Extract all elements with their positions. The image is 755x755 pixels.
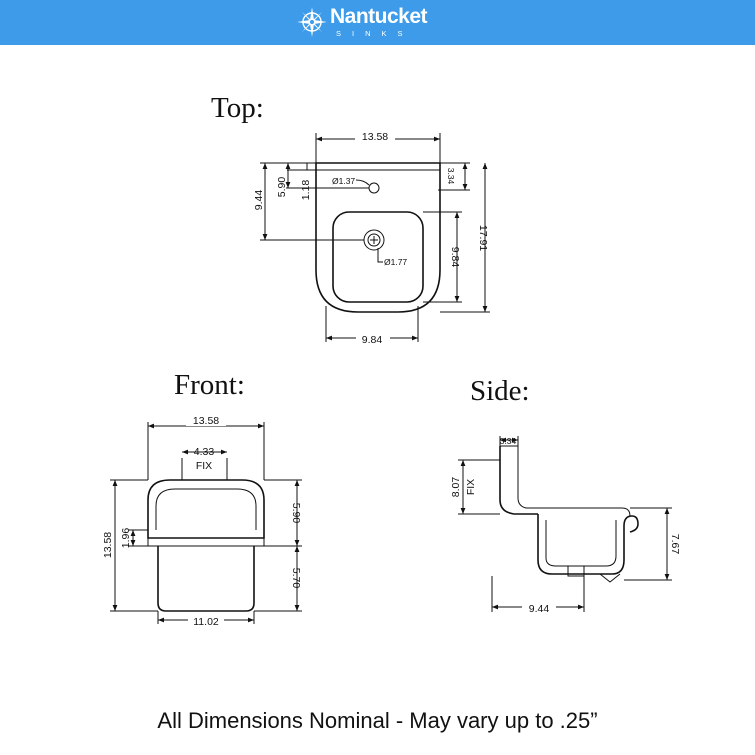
front-rim-thickness-dim: 1.96 [120,528,132,549]
front-overall-height-dim: 13.58 [102,532,114,558]
side-view-label: Side: [470,375,530,407]
top-overall-depth-dim: 17.91 [477,225,489,251]
technical-drawing: 13.58 Ø1.37 3.34 1.18 5.90 9.44 Ø1.77 9.… [102,129,681,628]
dim-label-bg [356,333,390,345]
top-bowl-width-dim: 9.84 [362,334,383,346]
footer-note: All Dimensions Nominal - May vary up to … [157,708,598,733]
dim-label-bg [355,129,395,142]
top-faucet-to-rear-dim: 5.90 [276,177,288,198]
side-bowl-height-dim: 7.67 [669,534,681,555]
top-drain-dim: Ø1.77 [384,257,407,267]
side-fix-height-dim: 8.07 [450,477,462,498]
top-deck-depth-dim: 3.34 [446,168,456,185]
front-base-width-dim: 11.02 [193,616,219,628]
compass-rose-icon [297,7,327,37]
top-view-drawing [260,133,490,342]
side-view-drawing [458,436,672,612]
side-fix-label: FIX [465,479,477,495]
brand-subtitle: SINKS [336,29,414,38]
front-fix-width-dim: 4.33 [194,446,215,458]
top-bowl-depth-dim: 9.84 [449,247,461,268]
front-base-height-dim: 5.70 [290,568,302,589]
top-faucet-hole-dim: Ø1.37 [332,176,355,186]
front-overall-width-dim: 13.58 [193,415,219,427]
brand-name: Nantucket [330,5,428,28]
top-drain-to-rear-dim: 9.44 [253,190,265,211]
side-bottom-depth-dim: 9.44 [529,603,550,615]
top-view-label: Top: [211,92,264,124]
dim-label-bg [522,602,556,614]
front-view-drawing [110,422,302,624]
front-rim-height-dim: 5.90 [290,503,302,524]
top-overall-width-dim: 13.58 [362,131,388,143]
side-deck-depth-dim: 3.34 [500,436,517,446]
dim-label-bg [186,414,226,426]
front-view-label: Front: [174,369,245,401]
front-fix-label: FIX [196,460,212,472]
dim-label-bg [188,615,224,627]
brand-header: Nantucket SINKS [0,0,755,45]
top-deck-offset-dim: 1.18 [300,180,312,201]
